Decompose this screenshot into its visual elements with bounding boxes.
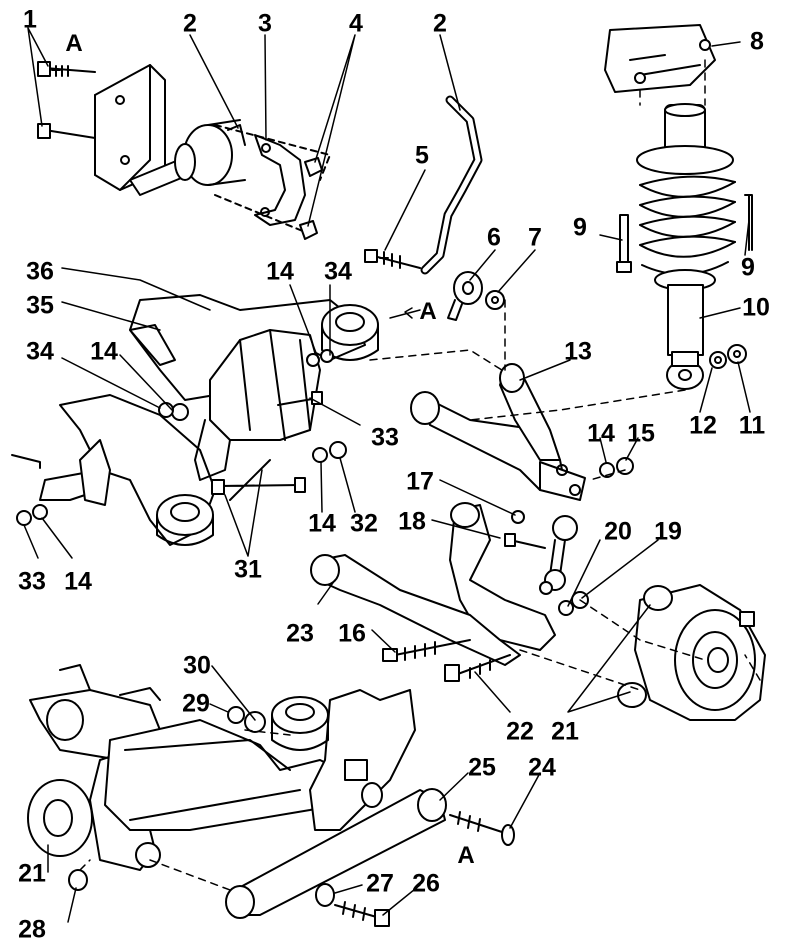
washer-27: [315, 883, 335, 907]
trailing-link-bottom: [225, 782, 447, 919]
label-a-bottom: A: [457, 842, 475, 869]
callout-14d: 14: [308, 509, 336, 538]
callout-21a: 21: [551, 717, 579, 746]
bracket-left: [79, 439, 111, 506]
callout-10: 10: [742, 293, 770, 322]
leader-dashed-2: [214, 194, 306, 233]
bolt-18: [504, 533, 546, 549]
nut-7: [485, 290, 505, 310]
callout-28: 28: [18, 915, 46, 944]
callout-1: 1: [23, 5, 37, 34]
callout-2: 2: [183, 9, 197, 38]
callout-32: 32: [350, 509, 378, 538]
upper-arm-13: [410, 363, 586, 501]
callout-16: 16: [338, 619, 366, 648]
callout-22: 22: [506, 717, 534, 746]
callout-27: 27: [366, 869, 394, 898]
bolt-24: [449, 811, 515, 846]
callout-33a: 33: [371, 423, 399, 452]
leader-dashed: [214, 124, 331, 181]
callout-31: 31: [234, 555, 262, 584]
callout-33b: 33: [18, 567, 46, 596]
callout-12: 12: [689, 411, 717, 440]
callout-13: 13: [564, 337, 592, 366]
callout-leaders: [23, 27, 751, 923]
callout-14b: 14: [90, 337, 118, 366]
bolt-9: [616, 194, 753, 273]
callout-25: 25: [468, 753, 496, 782]
bottom-bushing: [271, 696, 329, 751]
shock-absorber-10: [666, 284, 704, 390]
washer-nut-14-32: [16, 349, 347, 526]
callout-36: 36: [26, 257, 54, 286]
callout-19: 19: [654, 517, 682, 546]
callout-14e: 14: [64, 567, 92, 596]
callout-29: 29: [182, 689, 210, 718]
callout-17: 17: [406, 467, 434, 496]
callout-2b: 2: [433, 9, 447, 38]
callout-7: 7: [528, 223, 542, 252]
subframe-bushing-lower: [156, 494, 214, 546]
callout-15: 15: [627, 419, 655, 448]
strut-top-mount-8: [604, 24, 716, 93]
bolt-1: [37, 61, 96, 139]
bolt-16: [382, 639, 471, 662]
wheel-hub-21: [617, 584, 766, 721]
assembly-dashed-lines: [79, 59, 761, 891]
callout-20: 20: [604, 517, 632, 546]
callout-34a: 34: [324, 257, 352, 286]
nut-28: [68, 869, 88, 891]
callout-23: 23: [286, 619, 314, 648]
nut-11: [727, 344, 747, 364]
bottom-subframe: [104, 689, 416, 831]
callout-5: 5: [415, 141, 429, 170]
callout-14a: 14: [266, 257, 294, 286]
washer-12: [709, 351, 727, 369]
callout-24: 24: [528, 753, 556, 782]
bolt-26: [334, 901, 390, 927]
callout-30: 30: [183, 651, 211, 680]
coil-spring: [636, 103, 736, 291]
callout-35: 35: [26, 291, 54, 320]
clamp-3: [254, 134, 306, 226]
callout-3: 3: [258, 9, 272, 38]
callout-18: 18: [398, 507, 426, 536]
label-a-top: A: [65, 30, 83, 57]
callout-26: 26: [412, 869, 440, 898]
toe-link-17: [511, 510, 578, 591]
bolt-31: [211, 459, 306, 501]
callout-34b: 34: [26, 337, 54, 366]
nut-29-30: [227, 706, 266, 733]
label-a-mid: A: [419, 298, 437, 325]
mounting-bracket-assembly: [94, 64, 246, 196]
callout-8: 8: [750, 27, 764, 56]
link-bushing-6: [447, 271, 483, 321]
callout-9b: 9: [741, 253, 755, 282]
link-23: [310, 554, 521, 666]
callout-6: 6: [487, 223, 501, 252]
callout-9a: 9: [573, 213, 587, 242]
nut-19-20: [539, 581, 589, 616]
callout-11: 11: [738, 411, 766, 440]
callout-4: 4: [349, 9, 363, 38]
bolt-22: [444, 654, 511, 682]
callout-14c: 14: [587, 419, 615, 448]
stabilizer-bar: [364, 95, 483, 275]
callout-21b: 21: [18, 859, 46, 888]
